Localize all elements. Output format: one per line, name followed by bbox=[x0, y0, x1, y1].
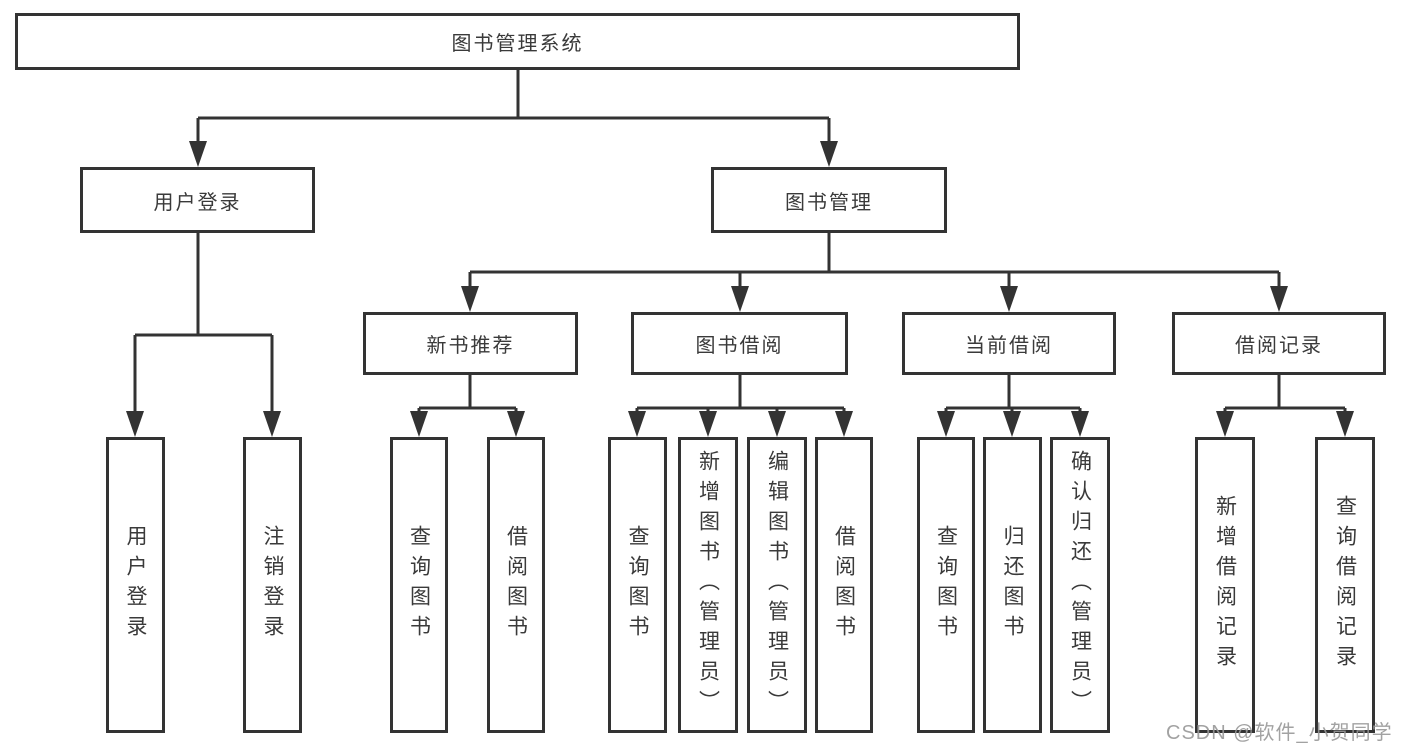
leaf-logout: 注销登录 bbox=[243, 437, 302, 733]
connector-current-borrow-group bbox=[937, 375, 1089, 437]
leaf-borrow-query-books: 查询图书 bbox=[608, 437, 667, 733]
connector-user-login-group bbox=[126, 233, 281, 437]
arrow-down-icon bbox=[507, 411, 525, 437]
node-book-management: 图书管理 bbox=[711, 167, 947, 233]
leaf-current-confirm-return-admin: 确认归还（管理员） bbox=[1050, 437, 1110, 733]
node-borrow-records: 借阅记录 bbox=[1172, 312, 1386, 375]
arrow-down-icon bbox=[410, 411, 428, 437]
node-new-book-recommend: 新书推荐 bbox=[363, 312, 578, 375]
arrow-down-icon bbox=[768, 411, 786, 437]
leaf-current-return-books: 归还图书 bbox=[983, 437, 1042, 733]
node-user-login: 用户登录 bbox=[80, 167, 315, 233]
leaf-recommend-query-books: 查询图书 bbox=[390, 437, 448, 733]
arrow-down-icon bbox=[1000, 286, 1018, 312]
leaf-user-login: 用户登录 bbox=[106, 437, 165, 733]
leaf-current-query-books: 查询图书 bbox=[917, 437, 975, 733]
arrow-down-icon bbox=[263, 411, 281, 437]
leaf-borrow-borrow-books: 借阅图书 bbox=[815, 437, 873, 733]
leaf-recommend-borrow-books: 借阅图书 bbox=[487, 437, 545, 733]
node-current-borrow: 当前借阅 bbox=[902, 312, 1116, 375]
arrow-down-icon bbox=[628, 411, 646, 437]
arrow-down-icon bbox=[835, 411, 853, 437]
connector-root-to-level2 bbox=[189, 70, 838, 167]
arrow-down-icon bbox=[1270, 286, 1288, 312]
connector-new-book-group bbox=[410, 375, 525, 437]
arrow-down-icon bbox=[1336, 411, 1354, 437]
leaf-record-add-borrow-record: 新增借阅记录 bbox=[1195, 437, 1255, 733]
node-book-borrow: 图书借阅 bbox=[631, 312, 848, 375]
arrow-down-icon bbox=[937, 411, 955, 437]
leaf-record-query-borrow-record: 查询借阅记录 bbox=[1315, 437, 1375, 733]
leaf-borrow-add-books-admin: 新增图书（管理员） bbox=[678, 437, 738, 733]
arrow-down-icon bbox=[1071, 411, 1089, 437]
arrow-down-icon bbox=[699, 411, 717, 437]
arrow-down-icon bbox=[820, 141, 838, 167]
connector-book-mgmt-to-level3 bbox=[461, 233, 1288, 312]
arrow-down-icon bbox=[731, 286, 749, 312]
leaf-borrow-edit-books-admin: 编辑图书（管理员） bbox=[747, 437, 807, 733]
connector-book-borrow-group bbox=[628, 375, 853, 437]
arrow-down-icon bbox=[461, 286, 479, 312]
arrow-down-icon bbox=[126, 411, 144, 437]
csdn-watermark: CSDN @软件_小贺同学 bbox=[1166, 722, 1393, 744]
arrow-down-icon bbox=[189, 141, 207, 167]
arrow-down-icon bbox=[1216, 411, 1234, 437]
arrow-down-icon bbox=[1003, 411, 1021, 437]
node-library-system: 图书管理系统 bbox=[15, 13, 1020, 70]
connector-borrow-record-group bbox=[1216, 375, 1354, 437]
